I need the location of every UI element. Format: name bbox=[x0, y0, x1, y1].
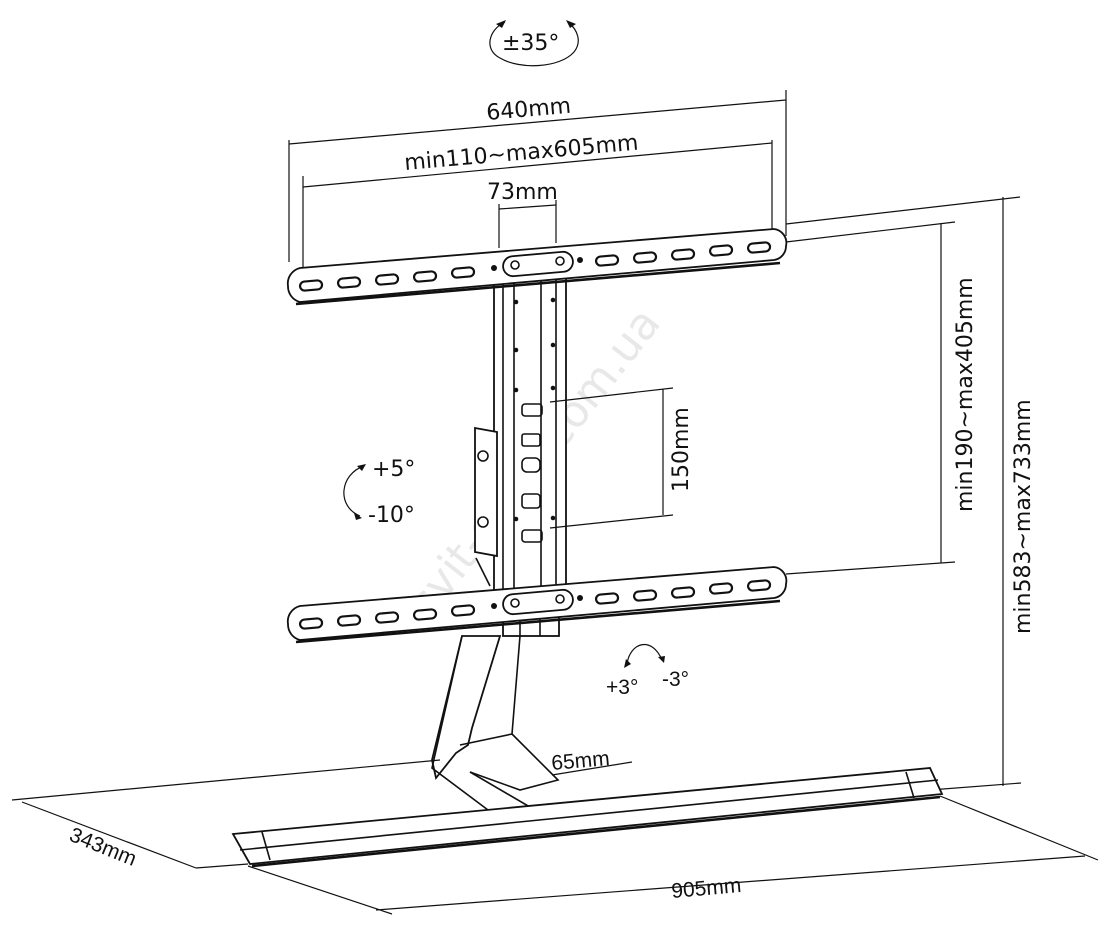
vesa-horizontal-label: min110~max605mm bbox=[403, 131, 639, 176]
dim-bracket-width: 640mm bbox=[288, 90, 787, 262]
base-depth-label: 343mm bbox=[66, 823, 140, 871]
center-plate-label: 73mm bbox=[487, 180, 558, 205]
stand-base bbox=[231, 767, 944, 868]
dim-total-height: min583~max733mm bbox=[785, 196, 1036, 791]
total-height-label: min583~max733mm bbox=[1011, 399, 1036, 634]
dim-vesa-vertical: min190~max405mm bbox=[785, 221, 978, 575]
swivel-arrow-icon bbox=[489, 21, 579, 67]
bracket-width-label: 640mm bbox=[485, 94, 572, 126]
vesa-vertical-label: min190~max405mm bbox=[953, 277, 978, 512]
swivel-arrowhead-left-icon bbox=[496, 20, 506, 28]
swivel-indicator: ±35° bbox=[489, 20, 579, 67]
stand-neck: 65mm bbox=[431, 635, 633, 811]
level-minus-label: -3° bbox=[662, 668, 689, 691]
swivel-arrowhead-right-icon bbox=[566, 20, 576, 28]
tilt-down-label: -10° bbox=[368, 503, 415, 528]
dim-center-plate: 73mm bbox=[487, 180, 558, 248]
tilt-indicator: +5° -10° bbox=[343, 457, 415, 528]
level-plus-label: +3° bbox=[606, 676, 638, 699]
base-width-label: 905mm bbox=[670, 874, 742, 903]
dim-vertical-spacing: 150mm bbox=[549, 387, 694, 529]
level-indicator: +3° -3° bbox=[606, 643, 689, 699]
column-depth-label: 65mm bbox=[550, 747, 610, 775]
level-arrow-icon bbox=[626, 643, 663, 665]
vertical-column bbox=[474, 277, 567, 637]
bottom-mounting-bracket bbox=[286, 566, 788, 644]
vertical-spacing-label: 150mm bbox=[669, 407, 694, 492]
tilt-up-label: +5° bbox=[372, 457, 415, 482]
top-mounting-bracket bbox=[286, 228, 788, 306]
tilt-arrow-icon bbox=[343, 465, 365, 517]
swivel-label: ±35° bbox=[502, 31, 559, 56]
